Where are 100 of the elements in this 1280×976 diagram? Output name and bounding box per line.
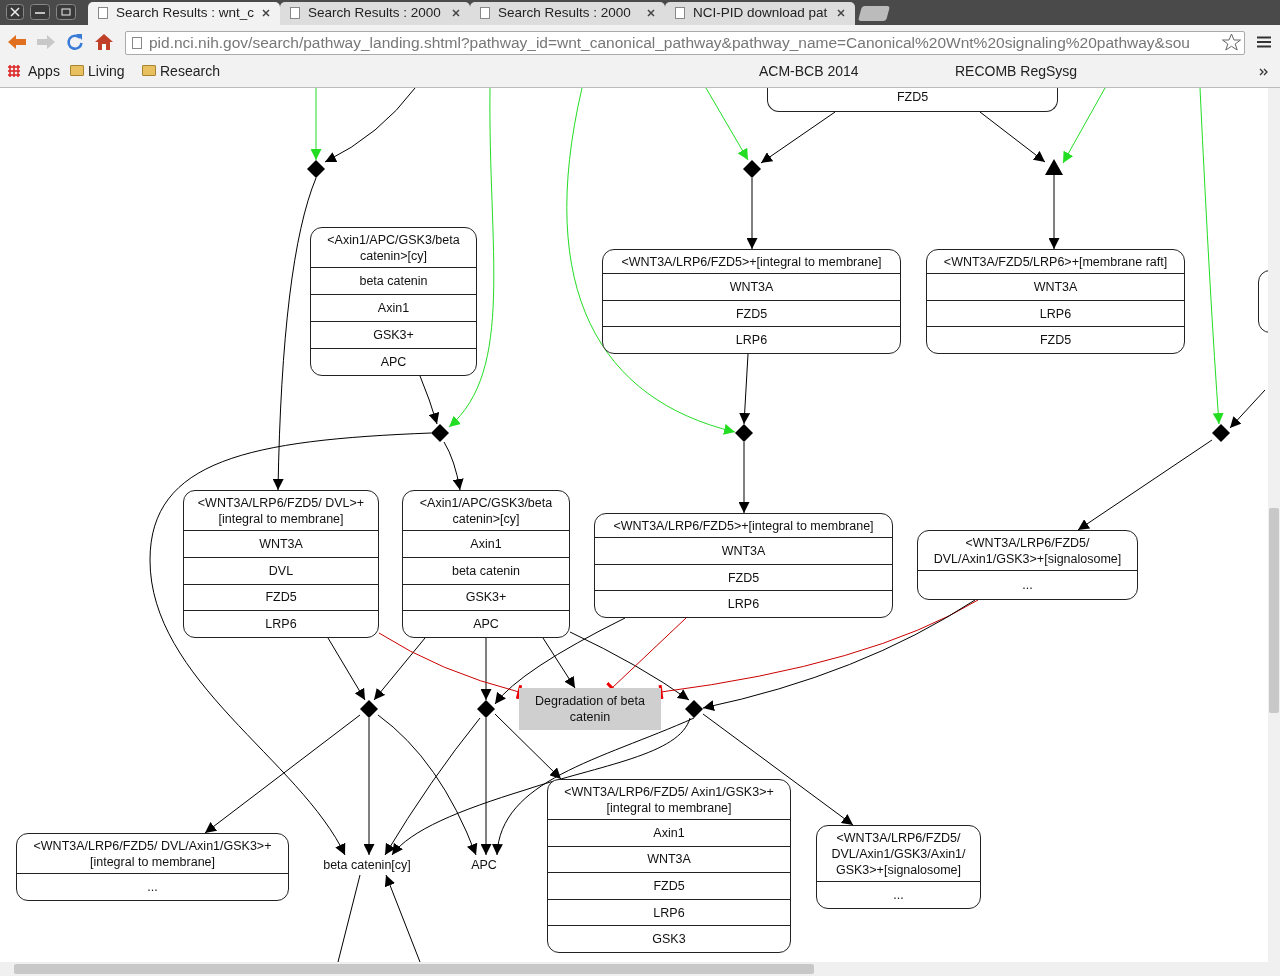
arrow bbox=[746, 177, 758, 250]
complex-box bbox=[917, 530, 1138, 600]
bookmark-link: ACM-BCB 2014 bbox=[759, 63, 859, 79]
inhibition-line bbox=[658, 599, 979, 701]
address-bar: pid.nci.nih.gov/search/pathway_landing.shtml?pathway_id=wnt_canonical_pathway&pathway_name=Canonical%20Wnt%20signaling%20pathway&sou bbox=[125, 31, 1245, 55]
arrow bbox=[566, 88, 736, 435]
arrow bbox=[310, 88, 322, 161]
bookmark-link: Research bbox=[160, 63, 220, 79]
complex-component: LRP6 bbox=[603, 326, 900, 353]
process-diamond bbox=[360, 700, 378, 718]
complex-component: FZD5 bbox=[895, 90, 930, 104]
complex-component: FZD5 bbox=[927, 326, 1184, 353]
arrow bbox=[384, 874, 421, 962]
complex-component: WNT3A bbox=[548, 845, 790, 873]
arrow bbox=[702, 713, 854, 826]
complex-component: WNT3A bbox=[927, 273, 1184, 300]
arrow bbox=[480, 637, 492, 701]
process-diamond bbox=[1212, 424, 1230, 442]
arrow bbox=[443, 441, 464, 491]
complex-box bbox=[767, 88, 1058, 112]
arrow bbox=[480, 717, 492, 856]
complex-box bbox=[926, 249, 1185, 354]
complex-box bbox=[594, 513, 893, 618]
complex-component: ... bbox=[918, 570, 1137, 599]
complex-component: WNT3A bbox=[603, 273, 900, 300]
complex-component: Axin1 bbox=[403, 530, 569, 557]
browser-tab: Search Results : wnt_c bbox=[88, 2, 280, 25]
arrow bbox=[494, 617, 626, 705]
complex-component: Axin1 bbox=[548, 819, 790, 846]
complex-title: <WNT3A/LRP6/FZD5/ DVL/Axin1/GSK3>+[signalosome] bbox=[932, 535, 1123, 568]
arrow bbox=[204, 714, 361, 834]
arrow bbox=[324, 88, 416, 163]
complex-box bbox=[602, 249, 901, 354]
bookmark-link: RECOMB RegSysg bbox=[955, 63, 1078, 79]
complex-component: ... bbox=[17, 873, 288, 900]
arrow bbox=[363, 717, 375, 856]
process-diamond bbox=[431, 424, 449, 442]
arrow bbox=[542, 637, 576, 689]
arrow bbox=[1229, 389, 1266, 429]
complex-component: FZD5 bbox=[603, 299, 900, 327]
process-diamond bbox=[307, 160, 325, 178]
complex-title: <WNT3A/LRP6/FZD5/ Axin1/GSK3>+[integral to membrane] bbox=[563, 784, 775, 817]
arrow bbox=[493, 717, 695, 856]
complex-title: <WNT3A/LRP6/FZD5/ DVL/Axin1/GSK3/Axin1/ GSK3>+[signalosome] bbox=[830, 830, 967, 879]
process-diamond bbox=[685, 700, 703, 718]
complex-component: APC bbox=[311, 348, 476, 375]
complex-component: beta catenin bbox=[311, 267, 476, 294]
complex-component: DVL bbox=[184, 556, 378, 584]
process-diamond bbox=[743, 160, 761, 178]
complex-box bbox=[16, 833, 289, 901]
complex-component: LRP6 bbox=[548, 898, 790, 926]
complex-component: Axin1 bbox=[311, 294, 476, 321]
arrow bbox=[1199, 88, 1224, 425]
arrow bbox=[1048, 174, 1060, 250]
complex-title: <WNT3A/LRP6/FZD5>+[integral to membrane] bbox=[612, 518, 875, 535]
arrow bbox=[702, 599, 976, 711]
browser-tab: Search Results : 2000 bbox=[470, 2, 665, 25]
arrow bbox=[327, 637, 366, 701]
complex-title: <WNT3A/LRP6/FZD5>+[integral to membrane] bbox=[620, 254, 883, 271]
arrow bbox=[1062, 88, 1106, 164]
complex-component: LRP6 bbox=[184, 610, 378, 637]
complex-component: WNT3A bbox=[184, 530, 378, 557]
process-diamond bbox=[735, 424, 753, 442]
complex-component: beta catenin bbox=[403, 556, 569, 584]
complex-component: FZD5 bbox=[548, 872, 790, 899]
complex-component: FZD5 bbox=[184, 583, 378, 611]
complex-component: LRP6 bbox=[927, 299, 1184, 327]
complex-title: <Axin1/APC/GSK3/beta catenin>[cy] bbox=[418, 495, 554, 528]
arrow bbox=[738, 441, 750, 514]
complex-component: WNT3A bbox=[595, 537, 892, 564]
complex-box bbox=[816, 825, 981, 909]
arrow bbox=[448, 88, 495, 428]
arrow bbox=[149, 432, 432, 856]
complex-box bbox=[402, 490, 570, 638]
process-diamond bbox=[477, 700, 495, 718]
arrow bbox=[760, 111, 836, 164]
complex-box bbox=[183, 490, 379, 638]
arrow bbox=[373, 637, 426, 701]
arrow bbox=[494, 713, 562, 780]
complex-component: GSK3+ bbox=[311, 321, 476, 348]
arrow bbox=[419, 375, 440, 425]
complex-title: <WNT3A/LRP6/FZD5/ DVL/Axin1/GSK3>+[integral to membrane] bbox=[32, 838, 273, 871]
arrow bbox=[1077, 439, 1213, 531]
arrow bbox=[569, 631, 690, 701]
complex-box bbox=[310, 227, 477, 376]
complex-title: <WNT3A/FZD5/LRP6>+[membrane raft] bbox=[942, 254, 1169, 271]
complex-component: GSK3 bbox=[548, 925, 790, 952]
complex-title: <Axin1/APC/GSK3/beta catenin>[cy] bbox=[326, 232, 461, 265]
process-triangle bbox=[1045, 159, 1063, 175]
process-box: Degradation of beta catenin bbox=[519, 688, 661, 730]
complex-component: LRP6 bbox=[595, 590, 892, 617]
inhibition-line bbox=[378, 632, 523, 701]
arrow bbox=[705, 88, 749, 161]
browser-tab: Search Results : 2000 bbox=[280, 2, 470, 25]
arrow bbox=[391, 717, 691, 856]
arrow bbox=[979, 111, 1046, 163]
complex-component: ... bbox=[817, 881, 980, 908]
connector-line bbox=[337, 874, 361, 962]
complex-component: APC bbox=[403, 610, 569, 637]
arrow bbox=[739, 353, 751, 425]
